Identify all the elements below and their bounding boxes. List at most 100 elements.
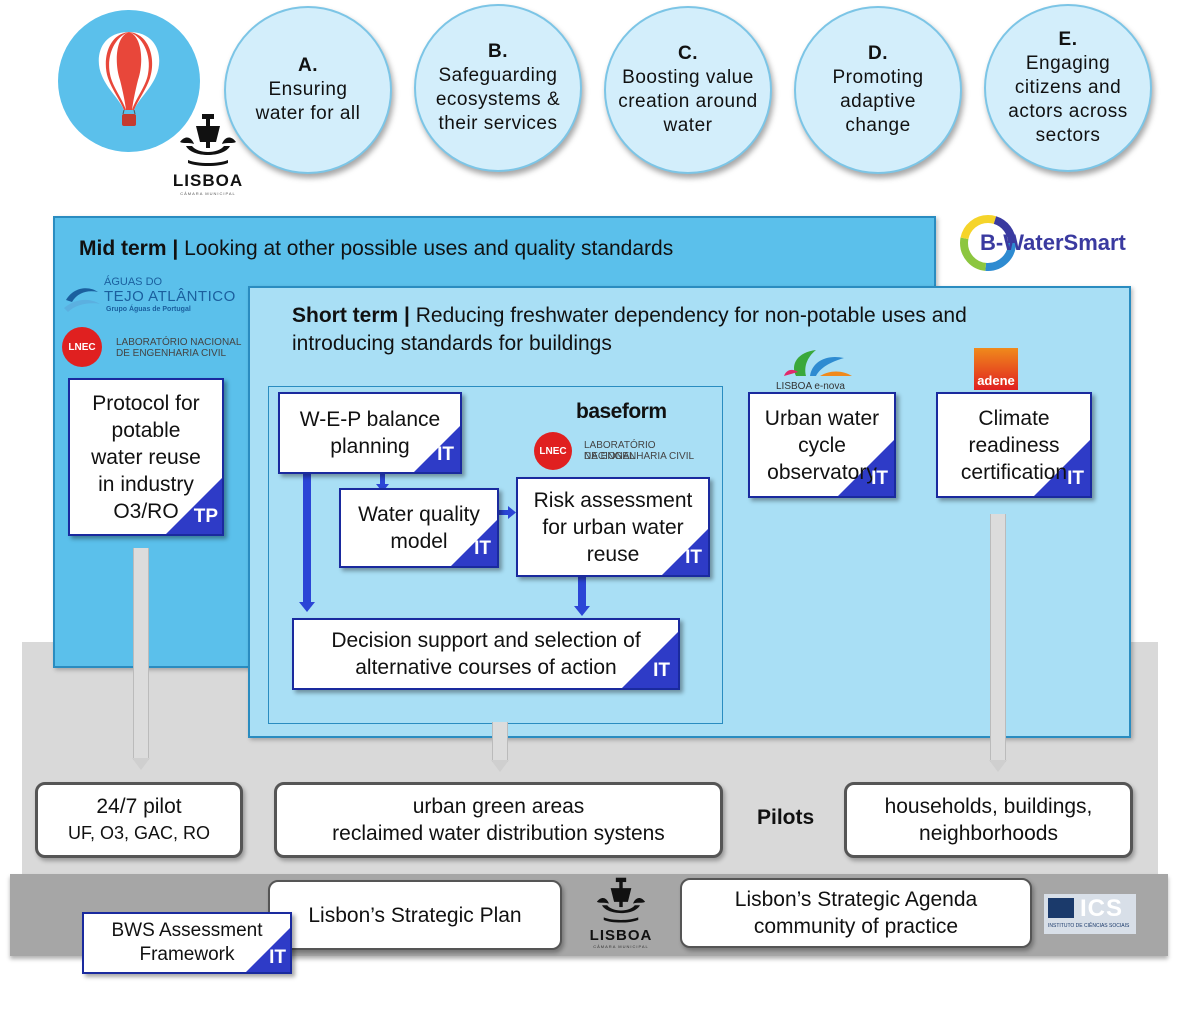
box-line: for urban water: [542, 515, 684, 539]
objective-letter: A.: [298, 55, 318, 76]
pilot-title: households, buildings,: [884, 795, 1093, 818]
short-term-text-2: introducing standards for buildings: [292, 332, 612, 355]
pilot-detail: UF, O3, GAC, RO: [67, 823, 211, 843]
strategic-agenda-box: Lisbon’s Strategic Agenda community of p…: [680, 878, 1032, 948]
box-line: W-E-P balance: [299, 408, 441, 431]
box-line: Decision support and selection of: [331, 629, 641, 652]
lnec-logo-left: LNEC LABORATÓRIO NACIONAL DE ENGENHARIA …: [62, 325, 247, 369]
balloon-logo: [58, 10, 200, 152]
box-line: reuse: [586, 542, 640, 566]
arrow-wqm-to-risk: [497, 510, 509, 515]
tag-label: IT: [269, 947, 286, 968]
enova-leaves-icon: [784, 350, 852, 376]
lisboa-logo-top: LISBOA CÂMARA MUNICIPAL: [168, 112, 248, 200]
connector-frame-pilot-head: [491, 760, 509, 772]
objective-text-line: adaptive: [840, 91, 916, 112]
lisboa-wordmark: LISBOA: [172, 171, 244, 190]
aguas-tejo-logo: ÁGUAS DO TEJO ATLÂNTICO Grupo Águas de P…: [62, 276, 242, 320]
mid-term-label: Mid term |: [79, 237, 179, 260]
bwatersmart-wordmark: B-WaterSmart: [980, 230, 1126, 255]
ics-mark: ICS: [1080, 895, 1124, 922]
connector-climate-pilot: [990, 514, 1006, 762]
tag-label: IT: [653, 660, 670, 681]
objective-letter: C.: [678, 43, 698, 64]
arrow-risk-to-decision-head: [574, 606, 590, 616]
lisboa-ship-icon: [180, 114, 236, 166]
water-quality-box: Water quality model IT: [339, 488, 499, 568]
enova-wordmark: LISBOA e-nova: [776, 381, 845, 392]
objective-text-line: Engaging: [1025, 53, 1111, 74]
arrow-wep-to-wqm: [380, 472, 385, 486]
risk-assessment-box: Risk assessment for urban water reuse IT: [516, 477, 710, 577]
pilot-urban-green: urban green areas reclaimed water distri…: [274, 782, 723, 858]
objective-d-circle: D. Promoting adaptive change: [794, 6, 962, 174]
decision-support-box: Decision support and selection of altern…: [292, 618, 680, 690]
pilot-title: 24/7 pilot: [96, 795, 182, 818]
objective-text-line: ecosystems &: [435, 89, 561, 110]
arrow-wep-to-decision: [303, 465, 311, 603]
box-line: water reuse: [91, 445, 201, 469]
strategic-agenda-line1: Lisbon’s Strategic Agenda: [734, 888, 978, 911]
strategic-plan-text: Lisbon’s Strategic Plan: [308, 903, 522, 927]
arrow-risk-to-decision: [578, 572, 586, 608]
box-line: Framework: [139, 944, 235, 965]
wep-box: W-E-P balance planning IT: [278, 392, 462, 474]
short-term-text-1: Reducing freshwater dependency for non-p…: [415, 304, 967, 327]
lnec-mark: LNEC: [62, 327, 102, 367]
objective-text-line: Ensuring: [268, 79, 348, 100]
tag-label: IT: [1067, 468, 1084, 489]
lnec-text-line: DE ENGENHARIA CIVIL: [584, 451, 695, 462]
tag-triangle: [414, 426, 460, 472]
lnec-logo-inner: LNEC LABORATÓRIO NACIONAL DE ENGENHARIA …: [534, 432, 709, 472]
mid-term-text: Looking at other possible uses and quali…: [184, 237, 674, 260]
box-line: model: [390, 530, 448, 553]
pilot-title: urban green areas: [412, 795, 585, 818]
objective-text-line: actors across: [1008, 101, 1128, 122]
box-line: in industry: [98, 472, 194, 496]
pilot-24-7: 24/7 pilot UF, O3, GAC, RO: [35, 782, 243, 858]
connector-protocol-pilot-head: [132, 758, 150, 770]
lisboa-enova-logo: LISBOA e-nova: [776, 346, 856, 394]
box-line: certification: [960, 460, 1068, 484]
tag-triangle: [622, 632, 678, 688]
tag-label: IT: [474, 538, 491, 559]
objective-a-circle: A. Ensuring water for all: [224, 6, 392, 174]
climate-readiness-box: Climate readiness certification IT: [936, 392, 1092, 498]
pilot-detail: neighborhoods: [919, 822, 1058, 845]
tag-label: IT: [871, 468, 888, 489]
objective-text-line: Boosting value: [622, 67, 754, 88]
tag-label: IT: [685, 547, 702, 568]
tag-triangle: [662, 529, 708, 575]
bwatersmart-logo: B-WaterSmart: [958, 212, 1158, 274]
arrow-wep-to-decision-head: [299, 602, 315, 612]
lnec-text-line: LABORATÓRIO NACIONAL: [116, 337, 242, 348]
pilots-label: Pilots: [757, 806, 815, 829]
protocol-box: Protocol for potable water reuse in indu…: [68, 378, 224, 536]
box-line: observatory: [767, 460, 877, 484]
pilot-households: households, buildings, neighborhoods: [844, 782, 1133, 858]
box-line: Water quality: [358, 503, 480, 526]
aguas-main-text: TEJO ATLÂNTICO: [104, 288, 236, 305]
ics-square: [1048, 898, 1074, 918]
box-line: cycle: [798, 433, 846, 457]
objective-e-circle: E. Engaging citizens and actors across s…: [984, 4, 1152, 172]
tag-label: IT: [437, 444, 454, 465]
tag-triangle: [246, 928, 290, 972]
observatory-box: Urban water cycle observatory IT: [748, 392, 896, 498]
aguas-wave-icon: [64, 288, 100, 312]
objective-letter: D.: [868, 43, 888, 64]
lnec-mark: LNEC: [534, 432, 572, 470]
connector-climate-pilot-head: [989, 760, 1007, 772]
tag-triangle: [451, 520, 497, 566]
ics-logo: ICS INSTITUTO DE CIÊNCIAS SOCIAIS: [1044, 894, 1136, 934]
box-line: planning: [330, 435, 410, 458]
mid-term-heading: Mid term | Looking at other possible use…: [79, 235, 673, 263]
adene-logo: adene: [974, 348, 1018, 390]
objective-text-line: citizens and: [1014, 77, 1122, 98]
adene-wordmark: adene: [977, 373, 1015, 388]
box-line: potable: [111, 418, 181, 442]
tag-triangle: [166, 478, 222, 534]
strategic-plan-box: Lisbon’s Strategic Plan: [268, 880, 562, 950]
bws-assessment-box: BWS Assessment Framework IT: [82, 912, 292, 974]
